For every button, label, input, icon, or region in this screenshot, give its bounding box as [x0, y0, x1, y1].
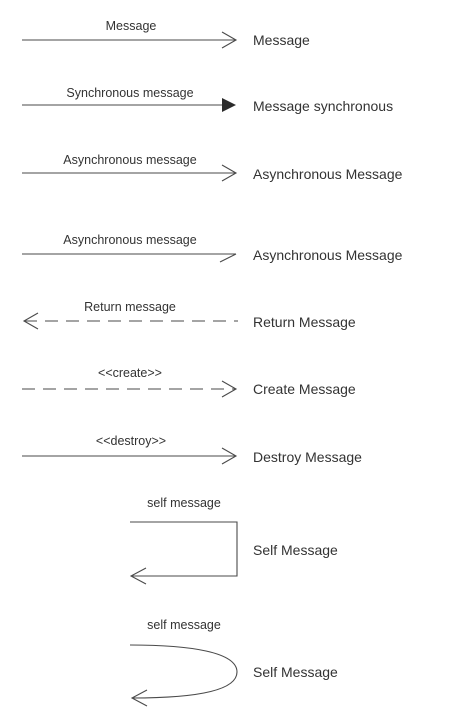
return-message-row: Return message Return Message [22, 300, 356, 330]
open-arrowhead-left-icon [22, 312, 39, 330]
self-message-name: Self Message [253, 542, 338, 558]
filled-arrowhead-icon [222, 98, 236, 112]
open-arrowhead-icon [221, 380, 238, 398]
self-message-label: self message [147, 496, 221, 510]
asynchronous-message-label: Asynchronous message [63, 153, 196, 167]
self-message-curved-loop [129, 644, 238, 699]
open-arrowhead-left-icon [129, 567, 147, 585]
self-message-curved-label: self message [147, 618, 221, 632]
open-arrowhead-icon [221, 447, 238, 465]
self-message-loop [130, 521, 238, 577]
asynchronous-message-name: Asynchronous Message [253, 166, 403, 182]
synchronous-message-label: Synchronous message [66, 86, 193, 100]
create-message-name: Create Message [253, 381, 356, 397]
open-arrowhead-left-icon [130, 689, 148, 707]
create-message-row: <<create>> Create Message [22, 366, 356, 398]
self-message-curved-name: Self Message [253, 664, 338, 680]
asynchronous-message-half-row: Asynchronous message Asynchronous Messag… [22, 233, 403, 263]
open-arrowhead-icon [221, 164, 238, 182]
self-message-row: self message Self Message [129, 496, 338, 585]
destroy-message-row: <<destroy>> Destroy Message [22, 434, 362, 465]
return-message-name: Return Message [253, 314, 356, 330]
half-arrowhead-icon [219, 253, 237, 263]
message-name: Message [253, 32, 310, 48]
asynchronous-message-row: Asynchronous message Asynchronous Messag… [22, 153, 403, 182]
return-message-label: Return message [84, 300, 176, 314]
destroy-message-name: Destroy Message [253, 449, 362, 465]
self-message-curved-row: self message Self Message [129, 618, 338, 707]
destroy-message-label: <<destroy>> [96, 434, 166, 448]
synchronous-message-row: Synchronous message Message synchronous [22, 86, 393, 114]
create-message-label: <<create>> [98, 366, 162, 380]
open-arrowhead-icon [221, 31, 238, 49]
message-label: Message [106, 19, 157, 33]
asynchronous-message-half-label: Asynchronous message [63, 233, 196, 247]
asynchronous-message-half-name: Asynchronous Message [253, 247, 403, 263]
message-row: Message Message [22, 19, 310, 49]
synchronous-message-name: Message synchronous [253, 98, 393, 114]
